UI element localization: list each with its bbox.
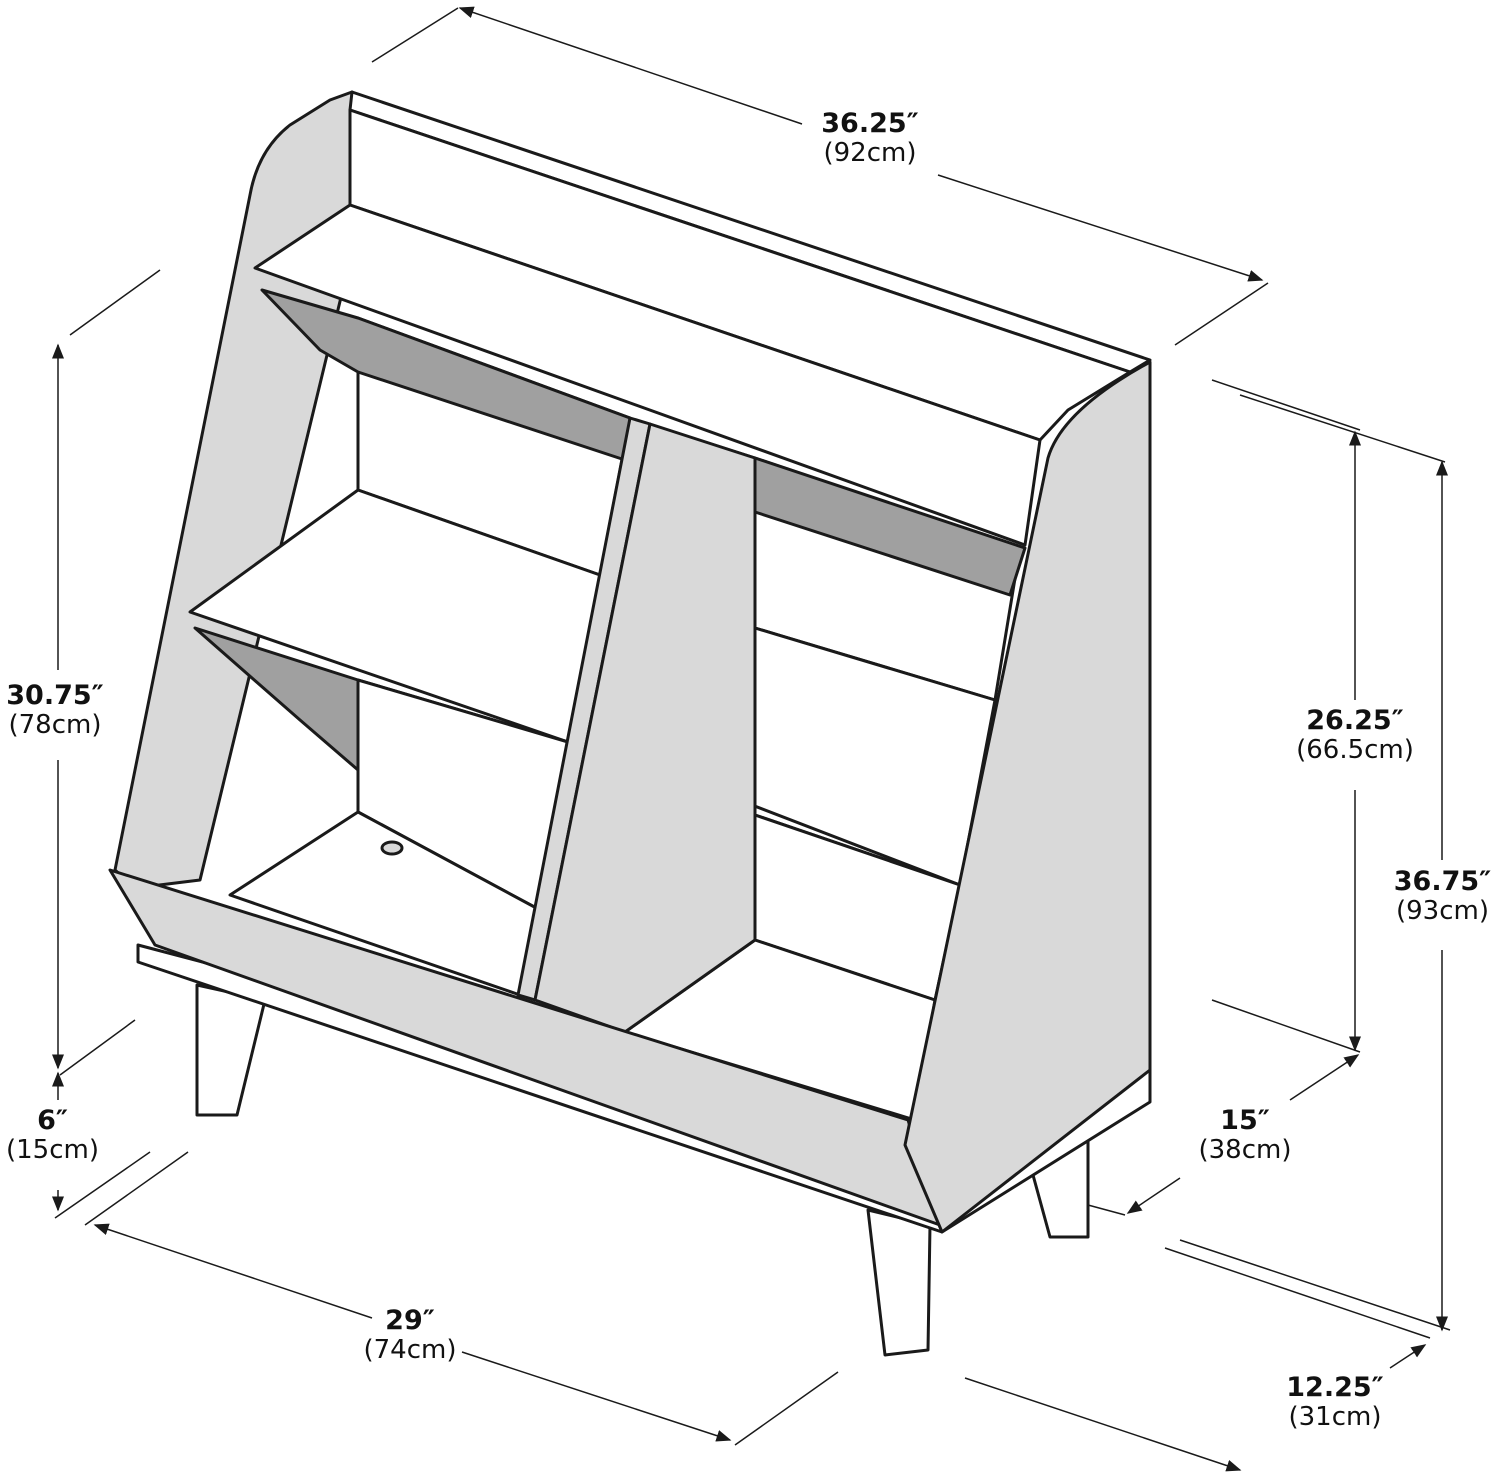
dimension-side-height: 26.25″ (66.5cm)	[1280, 705, 1430, 766]
dimension-depth-top-imperial: 15″	[1220, 1105, 1270, 1136]
dimension-depth-top: 15″ (38cm)	[1180, 1105, 1310, 1166]
dimension-shelf-height: 30.75″ (78cm)	[0, 680, 110, 741]
dimension-base-width-metric: (74cm)	[363, 1335, 457, 1366]
dimension-side-height-metric: (66.5cm)	[1296, 735, 1414, 766]
dimension-total-height-imperial: 36.75″	[1393, 866, 1492, 897]
dimension-depth-base-metric: (31cm)	[1288, 1402, 1382, 1433]
dimension-leg-height: 6″ (15cm)	[0, 1105, 105, 1166]
dimension-leg-height-imperial: 6″	[37, 1105, 68, 1136]
dimension-total-height: 36.75″ (93cm)	[1385, 866, 1500, 927]
dimension-depth-top-metric: (38cm)	[1198, 1135, 1292, 1166]
dimension-width-top: 36.25″ (92cm)	[790, 108, 950, 169]
left-side-panel	[113, 90, 354, 890]
dimension-depth-base-imperial: 12.25″	[1286, 1372, 1384, 1403]
dimension-leg-height-metric: (15cm)	[6, 1135, 99, 1166]
center-divider-face	[533, 422, 757, 1034]
back-panel	[348, 108, 1132, 442]
dimension-base-width-imperial: 29″	[385, 1305, 435, 1336]
leg-front	[866, 1208, 932, 1357]
bookcase	[108, 90, 1152, 1357]
right-side-panel	[903, 360, 1152, 1234]
dimension-width-top-imperial: 36.25″	[821, 108, 919, 139]
dimension-width-top-metric: (92cm)	[823, 138, 917, 169]
top-shelf	[253, 203, 1042, 547]
dimension-lines	[52, 6, 1451, 1472]
dimension-shelf-height-metric: (78cm)	[8, 710, 102, 741]
cable-hole	[380, 840, 404, 856]
leg-back-left	[195, 983, 267, 1117]
dimension-base-width: 29″ (74cm)	[340, 1305, 480, 1366]
dimension-shelf-height-imperial: 30.75″	[6, 680, 104, 711]
dimension-depth-base: 12.25″ (31cm)	[1265, 1372, 1405, 1433]
dimension-side-height-imperial: 26.25″	[1306, 705, 1404, 736]
dimension-total-height-metric: (93cm)	[1396, 896, 1489, 927]
